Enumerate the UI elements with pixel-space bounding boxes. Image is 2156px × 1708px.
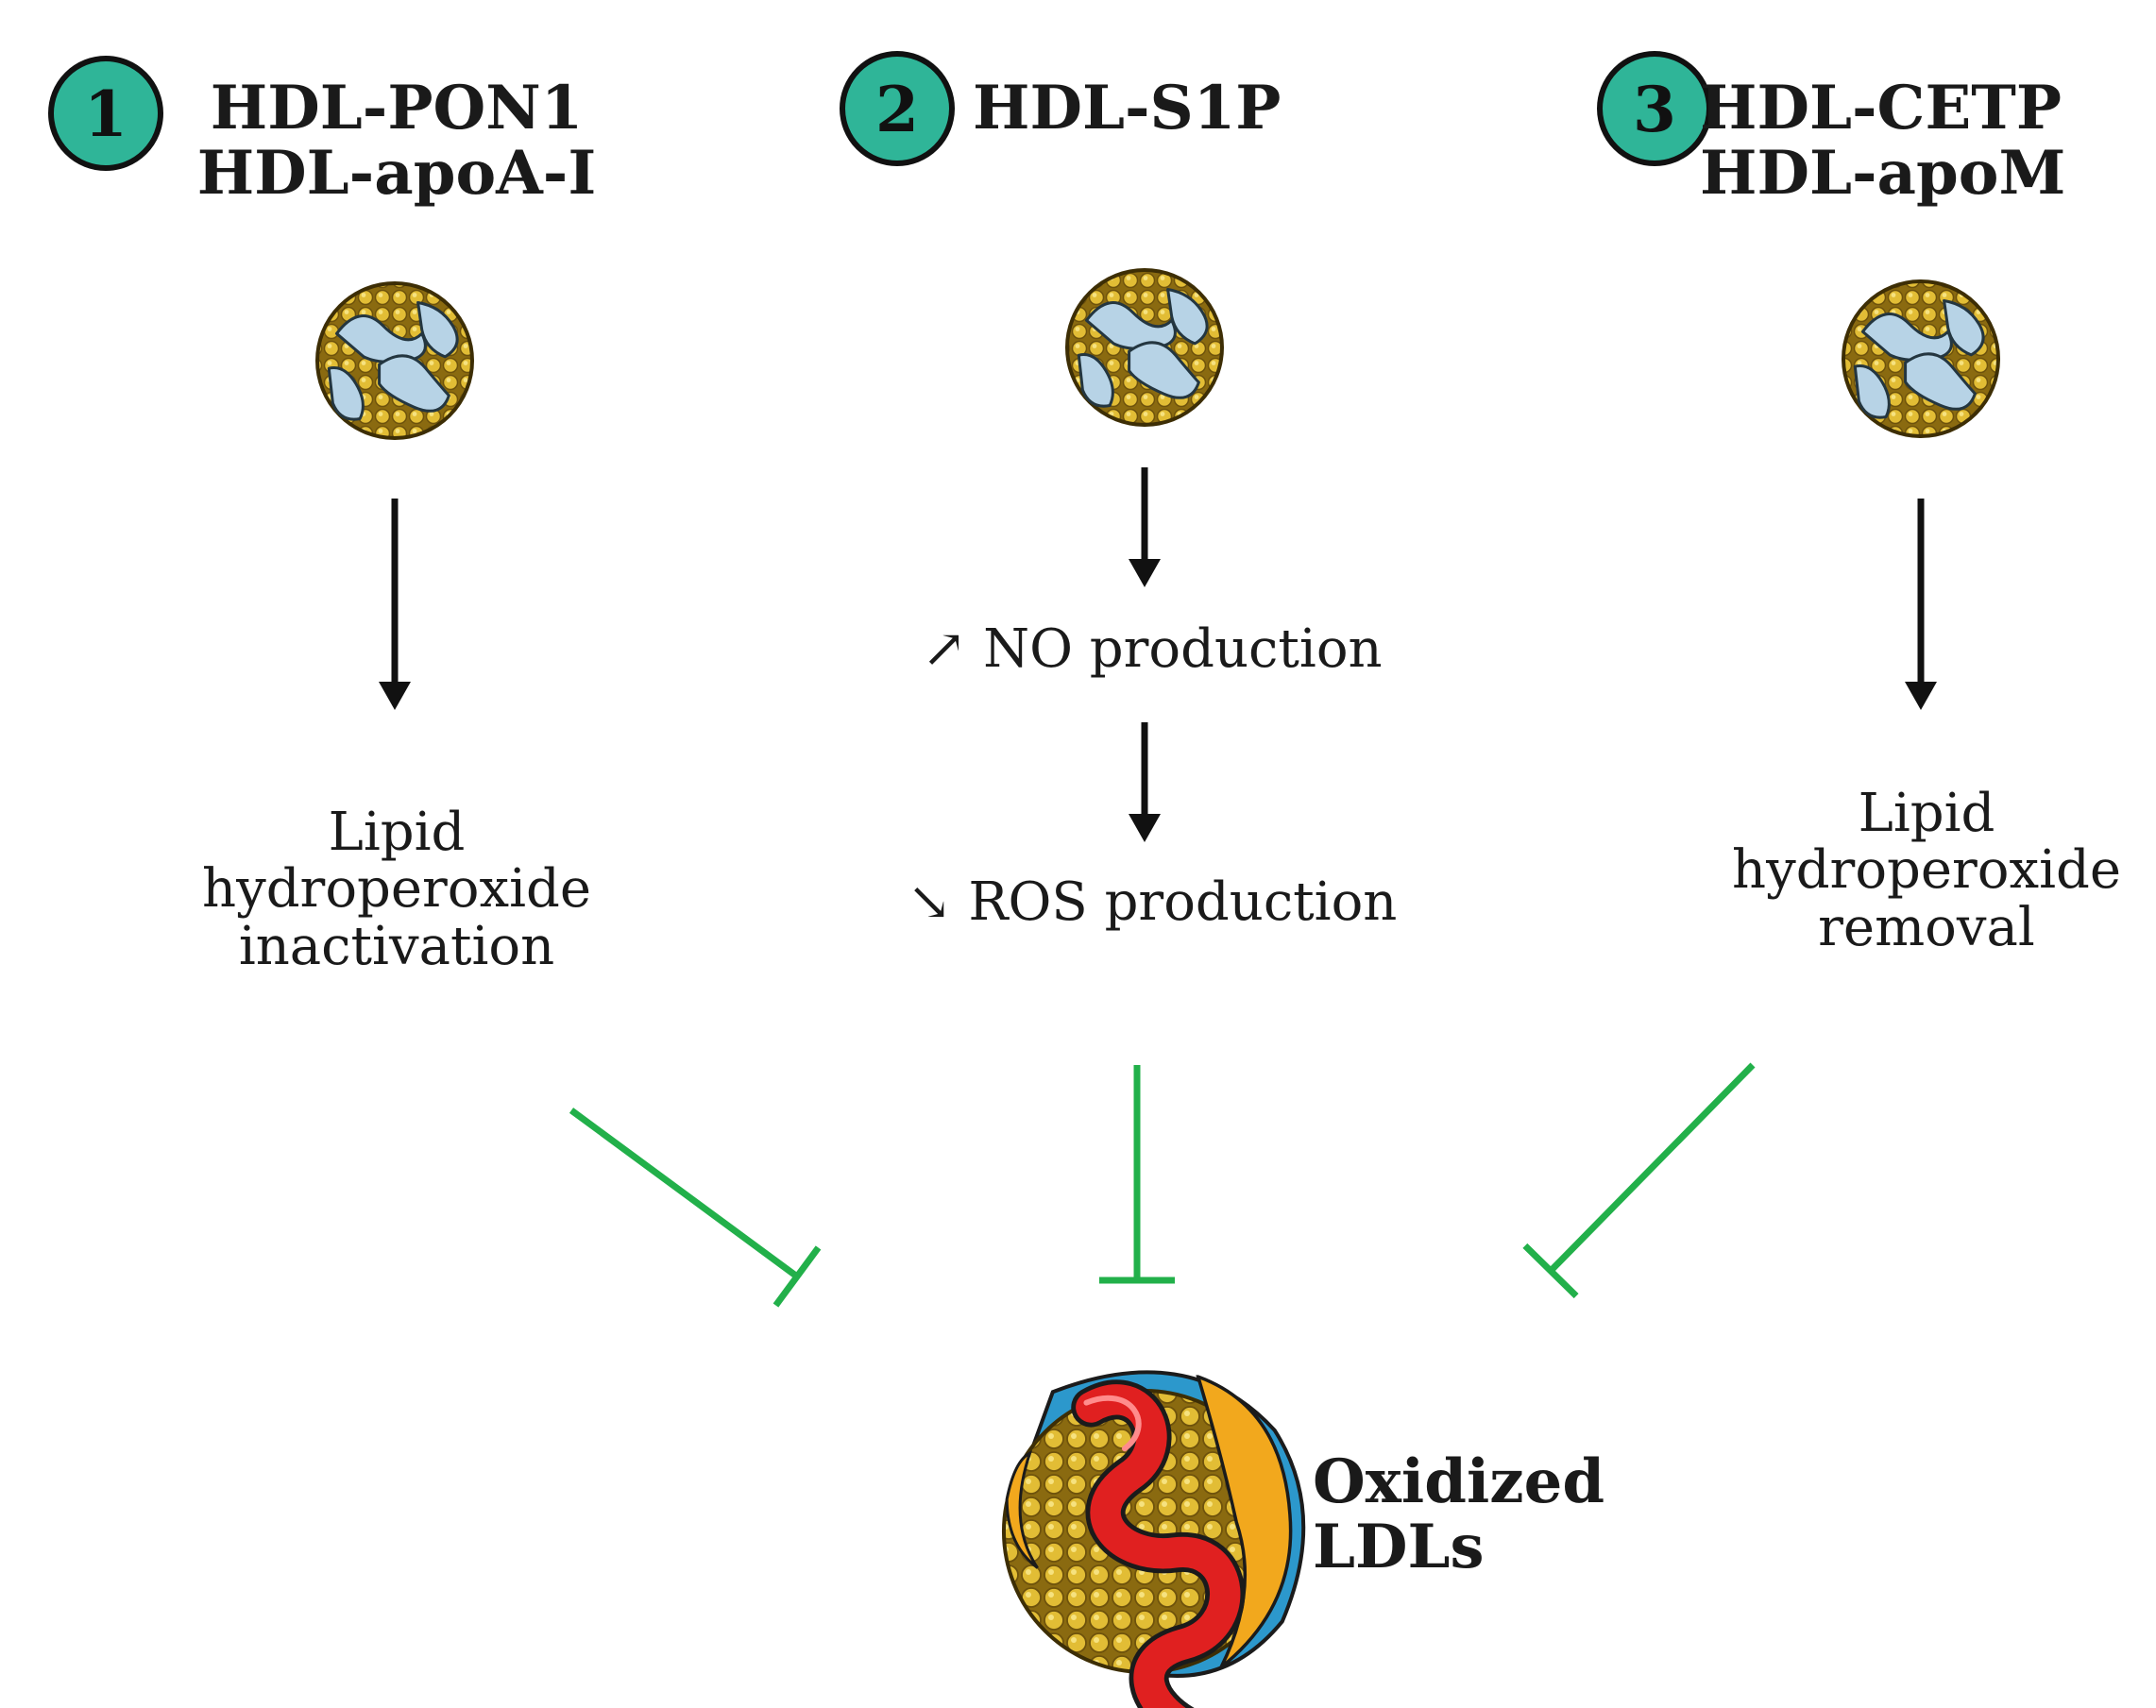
- target-label-line-2: LDLs: [1313, 1512, 1485, 1583]
- arrow-down-icon: [1129, 467, 1161, 587]
- pathway-1-effect: Lipid hydroperoxide inactivation: [151, 802, 642, 977]
- oxidized-strand-highlight: [1083, 1395, 1142, 1452]
- apolipoprotein-strand: [1166, 288, 1209, 346]
- apolipoprotein-strand: [1853, 364, 1891, 419]
- pathway-3-effect: Lipid hydroperoxide removal: [1681, 783, 2156, 958]
- apolipoprotein-strand: [1128, 341, 1200, 399]
- inhibition-line: [569, 1108, 800, 1279]
- apolipoprotein-strand: [327, 366, 365, 421]
- oxidized-strand: [1076, 1384, 1241, 1708]
- arrow-head: [1905, 682, 1937, 710]
- badge-circle: [1597, 51, 1712, 166]
- pathway-3-effect-line-3: removal: [1818, 896, 2035, 958]
- pathway-1-title-line-1: HDL-PON1: [210, 73, 584, 144]
- pathway-3-title: HDL-CETP HDL-apoM: [1700, 76, 2153, 206]
- badge-2: 2: [840, 51, 955, 166]
- badge-1: 1: [48, 56, 163, 171]
- apolipoprotein-strand: [1904, 352, 1977, 411]
- arrow-down-icon: [1905, 499, 1937, 710]
- apob-orange-side: [1005, 1450, 1039, 1569]
- apolipoprotein-strand: [416, 301, 459, 359]
- pathway-2-effect-1: ↗ NO production: [869, 618, 1435, 680]
- pathway-1-title-line-2: HDL-apoA-I: [196, 138, 597, 210]
- pathway-1-title: HDL-PON1 HDL-apoA-I: [170, 76, 623, 206]
- apolipoprotein-strand: [1943, 299, 1985, 357]
- apolipoprotein-strand: [1077, 353, 1114, 408]
- pathway-3-effect-line-2: hydroperoxide: [1732, 839, 2121, 902]
- inhibition-line: [1548, 1062, 1756, 1274]
- badge-circle: [48, 56, 163, 171]
- apolipoprotein-strand: [378, 354, 450, 413]
- badge-number: 2: [875, 73, 919, 146]
- hdl-particle-icon: [315, 281, 474, 440]
- inhibition-bar: [1522, 1243, 1579, 1299]
- oxidized-ldl-particle-icon: [1001, 1370, 1306, 1708]
- target-label-line-1: Oxidized: [1313, 1446, 1605, 1517]
- hdl-particle-icon: [1065, 268, 1224, 427]
- ros-production-label: ↘ ROS production: [907, 871, 1398, 933]
- arrow-head: [1129, 559, 1161, 587]
- hdl-particle-icon: [1842, 279, 2000, 438]
- pathway-3-title-line-1: HDL-CETP: [1700, 73, 2062, 144]
- pathway-3-title-line-2: HDL-apoM: [1700, 138, 2066, 210]
- pathway-2-title: HDL-S1P: [973, 76, 1350, 141]
- badge-circle: [840, 51, 955, 166]
- badge-number: 1: [84, 77, 127, 151]
- badge-3: 3: [1597, 51, 1712, 166]
- inhibition-t-bar-icon: [569, 1108, 822, 1308]
- target-label: Oxidized LDLs: [1313, 1449, 1624, 1580]
- pathway-2-title-line-1: HDL-S1P: [973, 73, 1282, 144]
- pathway-2-effect-2: ↘ ROS production: [869, 871, 1435, 933]
- arrow-down-icon: [379, 499, 411, 710]
- inhibition-t-bar-icon: [1099, 1065, 1175, 1284]
- pathway-1-effect-line-3: inactivation: [238, 915, 555, 977]
- arrow-head: [1129, 814, 1161, 842]
- no-production-label: ↗ NO production: [922, 618, 1383, 680]
- apob-orange-band: [1196, 1374, 1293, 1669]
- arrow-down-icon: [1129, 722, 1161, 842]
- inhibition-bar: [772, 1245, 822, 1308]
- arrow-head: [379, 682, 411, 710]
- pathway-3-effect-line-1: Lipid: [1858, 783, 1995, 844]
- inhibition-t-bar-icon: [1522, 1062, 1756, 1299]
- pathway-1-effect-line-1: Lipid: [328, 802, 466, 863]
- pathway-1-effect-line-2: hydroperoxide: [202, 858, 591, 921]
- badge-number: 3: [1633, 73, 1676, 146]
